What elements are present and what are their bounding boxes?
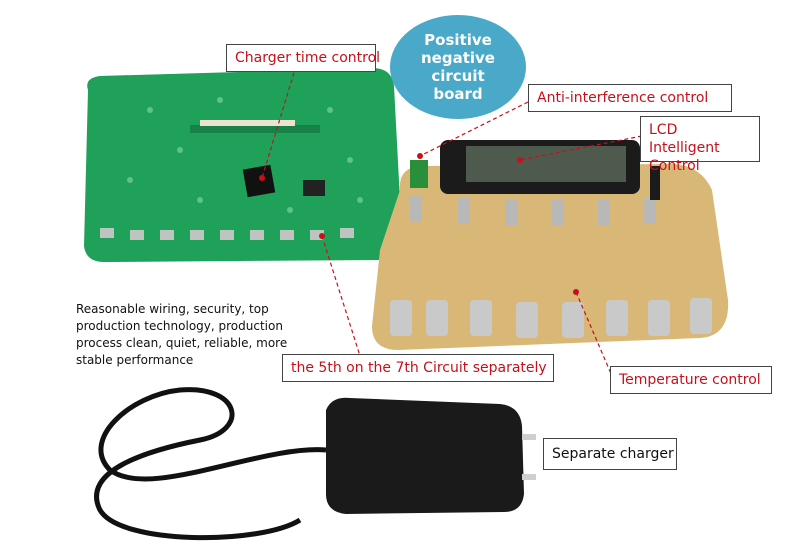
separate-charger-label: Separate charger — [543, 438, 677, 470]
bubble-text: Positive negative circuit board — [421, 31, 495, 103]
temperature-label: Temperature control — [610, 366, 772, 394]
anti-interference-label: Anti-interference control — [528, 84, 732, 112]
tan-circuit-board — [372, 164, 729, 350]
circuit-board-bubble: Positive negative circuit board — [390, 15, 526, 119]
green-circuit-board — [84, 68, 403, 262]
charger-time-label: Charger time control — [226, 44, 380, 72]
leader-lines — [261, 65, 643, 377]
feature-note: Reasonable wiring, security, top product… — [68, 297, 306, 371]
lcd-label: LCD Intelligent Control — [640, 116, 760, 174]
power-adapter — [94, 387, 536, 541]
lcd-module — [410, 140, 660, 200]
circuit-5-7-label: the 5th on the 7th Circuit separately — [282, 354, 554, 382]
